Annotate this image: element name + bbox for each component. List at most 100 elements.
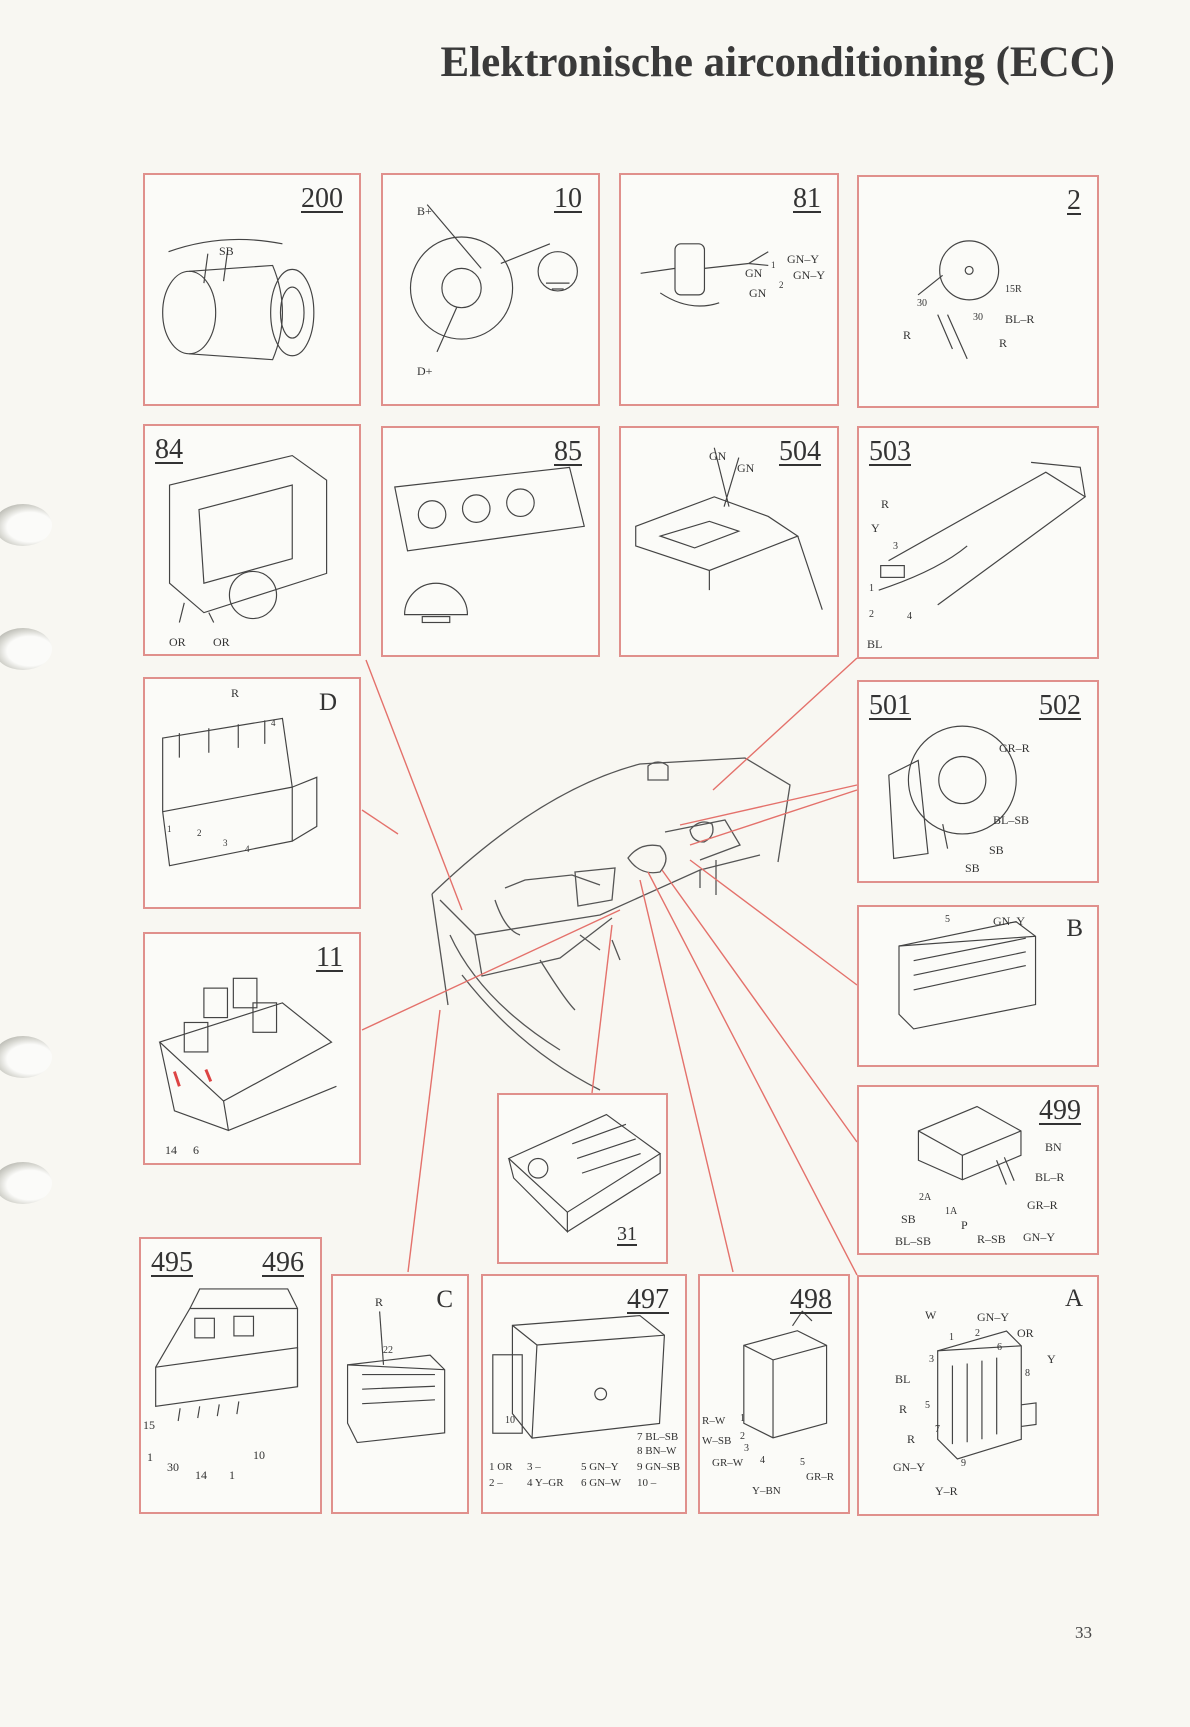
wire-label: 2 [975,1328,980,1339]
component-495-496-panel: 495 496 15 1 30 14 1 10 [139,1237,322,1514]
relay-illustration [743,1310,828,1439]
wire-label: 9 GN–SB [637,1461,681,1473]
component-number: 84 [155,434,183,465]
wire-label: 15R [1005,284,1022,295]
wire-label: R [881,497,890,511]
wire-label: 5 GN–Y [581,1461,619,1473]
wire-label: BL–R [1035,1170,1065,1184]
center-console-illustration [635,447,823,610]
blower-motor-illustration [888,725,1017,860]
connector-B-panel: B 5 GN–Y [857,905,1099,1067]
wire-label: 22 [383,1345,393,1356]
sun-sensor-illustration [878,461,1087,606]
wire-label: 4 [245,844,250,854]
wire-label: R–W [702,1415,726,1427]
wire-label: 1 [167,824,172,834]
wire-label: 3 [929,1354,934,1365]
wire-label: 2 [869,609,874,620]
relay-fuse-box-illustration [158,977,337,1132]
wire-label: 30 [973,312,983,323]
wire-label: 10 [253,1448,265,1462]
wire-label: R [999,336,1008,350]
wire-label: 2 [197,828,202,838]
component-number: 496 [262,1247,304,1278]
wire-label: 2A [919,1192,932,1203]
wire-label: BL [867,637,883,651]
wire-label: SB [989,843,1004,857]
wire-label: BN [1045,1140,1062,1154]
wire-label: 1 [771,260,776,270]
wire-label: Y–R [935,1484,958,1498]
wire-label: GN [737,461,755,475]
binder-hole [0,504,52,546]
wire-label: BL [895,1372,911,1386]
wire-label: W [925,1308,937,1322]
wire-label: 10 – [637,1477,657,1489]
component-number: 81 [793,183,821,214]
wire-label: Y [1047,1352,1056,1366]
heater-unit-illustration [168,454,328,623]
wire-label: 8 BN–W [637,1445,677,1457]
component-497-panel: 497 10 7 BL–SB 8 BN–W 1 OR 3 – 5 GN–Y 9 … [481,1274,687,1514]
wire-label: GN [709,449,727,463]
wire-label: GN–Y [793,268,825,282]
wire-label: 6 [193,1143,199,1157]
central-electrical-unit-illustration [507,1113,662,1234]
wire-label: 30 [917,298,927,309]
wire-label: D+ [417,364,433,378]
component-number: 85 [554,436,582,467]
wire-label: R [375,1295,384,1309]
wire-label: 14 [165,1143,177,1157]
wire-label: BL–SB [993,813,1030,827]
connector-letter: D [318,689,337,716]
wire-label: OR [169,635,186,649]
connector-illustration [937,1330,1037,1460]
wire-label: R [907,1432,916,1446]
instrument-cluster-illustration [394,466,585,624]
wire-label: OR [213,635,230,649]
connector-C-panel: C R 22 [331,1274,469,1514]
wire-label: 2 – [489,1477,503,1489]
binder-hole [0,628,52,670]
binder-hole [0,1162,52,1204]
control-module-illustration [917,1105,1022,1185]
component-number: 504 [779,436,821,467]
component-number: 31 [617,1223,637,1245]
component-499-panel: 499 BN BL–R GR–R GN–Y R–SB P 1A 2A SB BL… [857,1085,1099,1255]
wire-label: R [903,328,912,342]
wire-label: GN–Y [993,914,1025,928]
component-number: 497 [627,1284,669,1315]
wire-label: Y [871,521,880,535]
wire-label: 3 – [527,1461,541,1473]
wire-label: 3 [744,1443,749,1454]
component-504-panel: 504 GN GN [619,426,839,657]
ignition-switch-illustration [917,240,1000,360]
wire-label: R [231,686,240,700]
component-11-panel: 11 14 6 [143,932,361,1165]
ac-compressor-illustration [162,238,315,361]
wire-label: 6 GN–W [581,1477,622,1489]
wire-label: 5 [945,914,950,925]
connector-A-panel: A W GN–Y 1 2 OR 6 Y 3 8 BL 5 R R 7 9 GN–… [857,1275,1099,1516]
component-number: 11 [316,942,343,973]
component-number: 2 [1067,185,1081,216]
ecc-control-unit-illustration [155,1288,299,1422]
alternator-illustration [409,204,578,353]
wire-label: 7 [935,1424,940,1435]
component-81-panel: 81 GN 1 GN–Y GN–Y GN 2 [619,173,839,406]
wire-label: GR–R [1027,1198,1058,1212]
wire-label: P [961,1218,968,1232]
component-number: 502 [1039,690,1081,721]
wire-label: GN–Y [787,252,819,266]
connector-illustration [346,1311,446,1444]
wire-label: GN–Y [977,1310,1009,1324]
component-498-panel: 498 R–W 1 W–SB 2 3 GR–W 4 5 GR–R Y–BN [698,1274,850,1514]
wire-label: GN–Y [893,1460,925,1474]
component-501-502-panel: 501 502 GR–R BL–SB SB SB [857,680,1099,883]
wire-label: GR–R [806,1471,835,1483]
wire-label: 4 [760,1455,765,1466]
wire-label: 14 [195,1468,207,1482]
relay-unit-illustration [492,1314,666,1439]
wire-label: 1A [945,1206,958,1217]
wire-label: 3 [223,838,228,848]
